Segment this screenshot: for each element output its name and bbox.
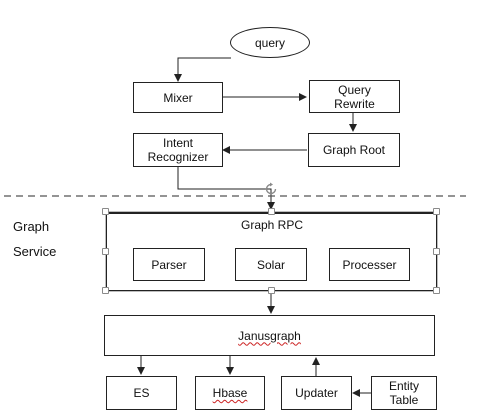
selection-handle-bottom-right[interactable] [433, 287, 440, 294]
intent-recognizer-label-line2: Recognizer [147, 150, 209, 164]
entity-table-label-line1: Entity [388, 379, 419, 393]
hbase-label: Hbase [212, 386, 248, 400]
selection-handle-bottom-left[interactable] [102, 287, 109, 294]
selection-handle-top-right[interactable] [433, 208, 440, 215]
mixer-node[interactable]: Mixer [133, 82, 223, 113]
graph-service-label-line2: Service [13, 244, 57, 259]
graph-rpc-label: Graph RPC [241, 218, 304, 232]
mixer-label: Mixer [163, 90, 193, 105]
parser-label: Parser [151, 257, 187, 272]
updater-label: Updater [295, 386, 338, 400]
updater-node[interactable]: Updater [281, 376, 352, 410]
entity-table-node[interactable]: Entity Table [371, 376, 437, 410]
janusgraph-node[interactable]: Janusgraph [104, 315, 435, 356]
es-node[interactable]: ES [106, 376, 177, 410]
query-node[interactable]: query [230, 27, 310, 58]
selection-handle-mid-left[interactable] [102, 248, 109, 255]
selection-handle-top-mid[interactable] [268, 208, 275, 215]
hbase-node[interactable]: Hbase [195, 376, 265, 410]
janusgraph-label: Janusgraph [238, 328, 301, 343]
query-rewrite-label-line1: Query [338, 82, 371, 97]
arrow-intent-to-graph-rpc [177, 167, 275, 210]
selection-handle-bottom-mid[interactable] [268, 287, 275, 294]
solar-label: Solar [256, 257, 285, 272]
intent-recognizer-node[interactable]: Intent Recognizer [133, 133, 223, 167]
query-label: query [254, 35, 286, 50]
query-rewrite-label-line2: Rewrite [334, 96, 375, 111]
arrow-query-to-mixer [174, 57, 231, 82]
graph-root-label: Graph Root [322, 143, 386, 157]
solar-node[interactable]: Solar [235, 248, 307, 281]
rotate-handle-icon[interactable] [263, 181, 279, 197]
entity-table-label-line2: Table [389, 393, 419, 407]
parser-node[interactable]: Parser [133, 248, 205, 281]
intent-recognizer-label-line1: Intent [162, 136, 194, 150]
selection-handle-top-left[interactable] [102, 208, 109, 215]
graph-service-label-line1: Graph [13, 219, 50, 234]
es-label: ES [133, 386, 150, 400]
graph-root-node[interactable]: Graph Root [308, 133, 400, 167]
query-rewrite-node[interactable]: Query Rewrite [309, 80, 400, 113]
selection-handle-mid-right[interactable] [433, 248, 440, 255]
processer-label: Processer [342, 257, 397, 272]
processer-node[interactable]: Processer [329, 248, 410, 281]
